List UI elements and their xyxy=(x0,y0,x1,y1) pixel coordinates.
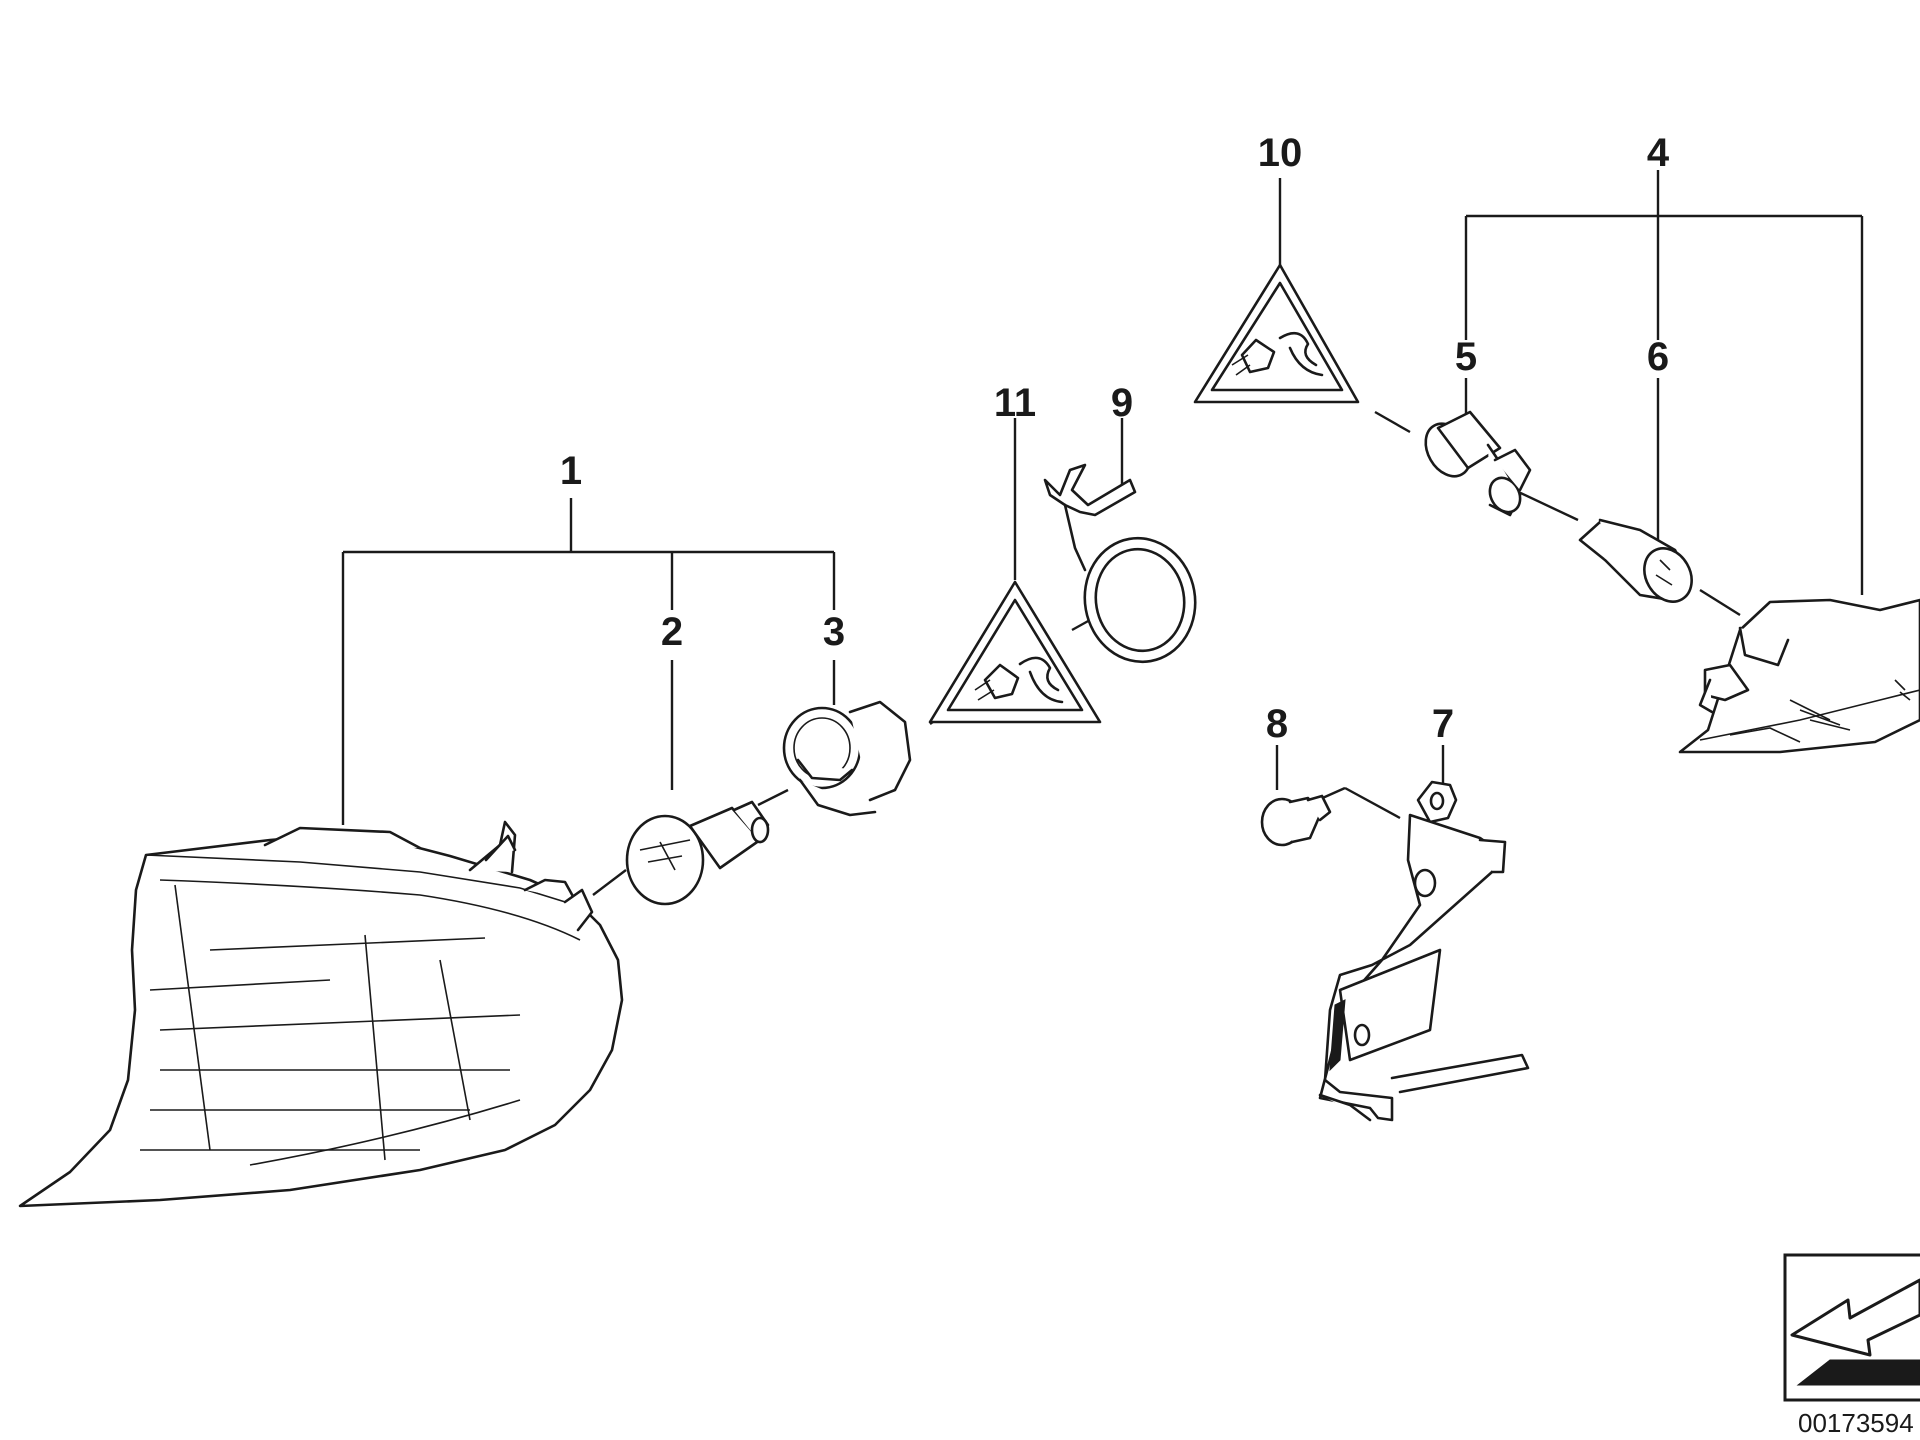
callout-7: 7 xyxy=(1432,702,1454,746)
clip-ring-icon xyxy=(1043,463,1197,664)
bulb-icon xyxy=(625,800,770,906)
callout-5: 5 xyxy=(1455,335,1477,379)
wedge-bulb-icon xyxy=(1578,518,1693,603)
direction-arrow-icon xyxy=(1783,1253,1920,1402)
side-marker-lamp-icon xyxy=(1678,598,1920,754)
callout-3: 3 xyxy=(823,610,845,654)
reference-number: 00173594 xyxy=(1798,1408,1914,1438)
callout-11: 11 xyxy=(994,381,1036,425)
plug-warning-triangle-icon-2 xyxy=(1193,263,1360,404)
callout-4: 4 xyxy=(1647,131,1670,175)
callout-labels: 1 2 3 4 5 6 7 8 9 10 11 xyxy=(560,131,1670,746)
callout-2: 2 xyxy=(661,610,683,654)
callout-8: 8 xyxy=(1266,702,1288,746)
callout-10: 10 xyxy=(1258,131,1303,175)
turn-signal-housing xyxy=(18,820,624,1208)
plug-warning-triangle-icon xyxy=(928,580,1102,724)
callout-6: 6 xyxy=(1647,335,1669,379)
bracket-icon xyxy=(1318,780,1530,1122)
callout-1: 1 xyxy=(560,449,582,493)
rivet-clip-icon xyxy=(1260,794,1332,847)
bulb-socket-icon xyxy=(782,700,912,817)
callout-9: 9 xyxy=(1111,381,1133,425)
side-marker-socket-icon xyxy=(1424,410,1532,517)
